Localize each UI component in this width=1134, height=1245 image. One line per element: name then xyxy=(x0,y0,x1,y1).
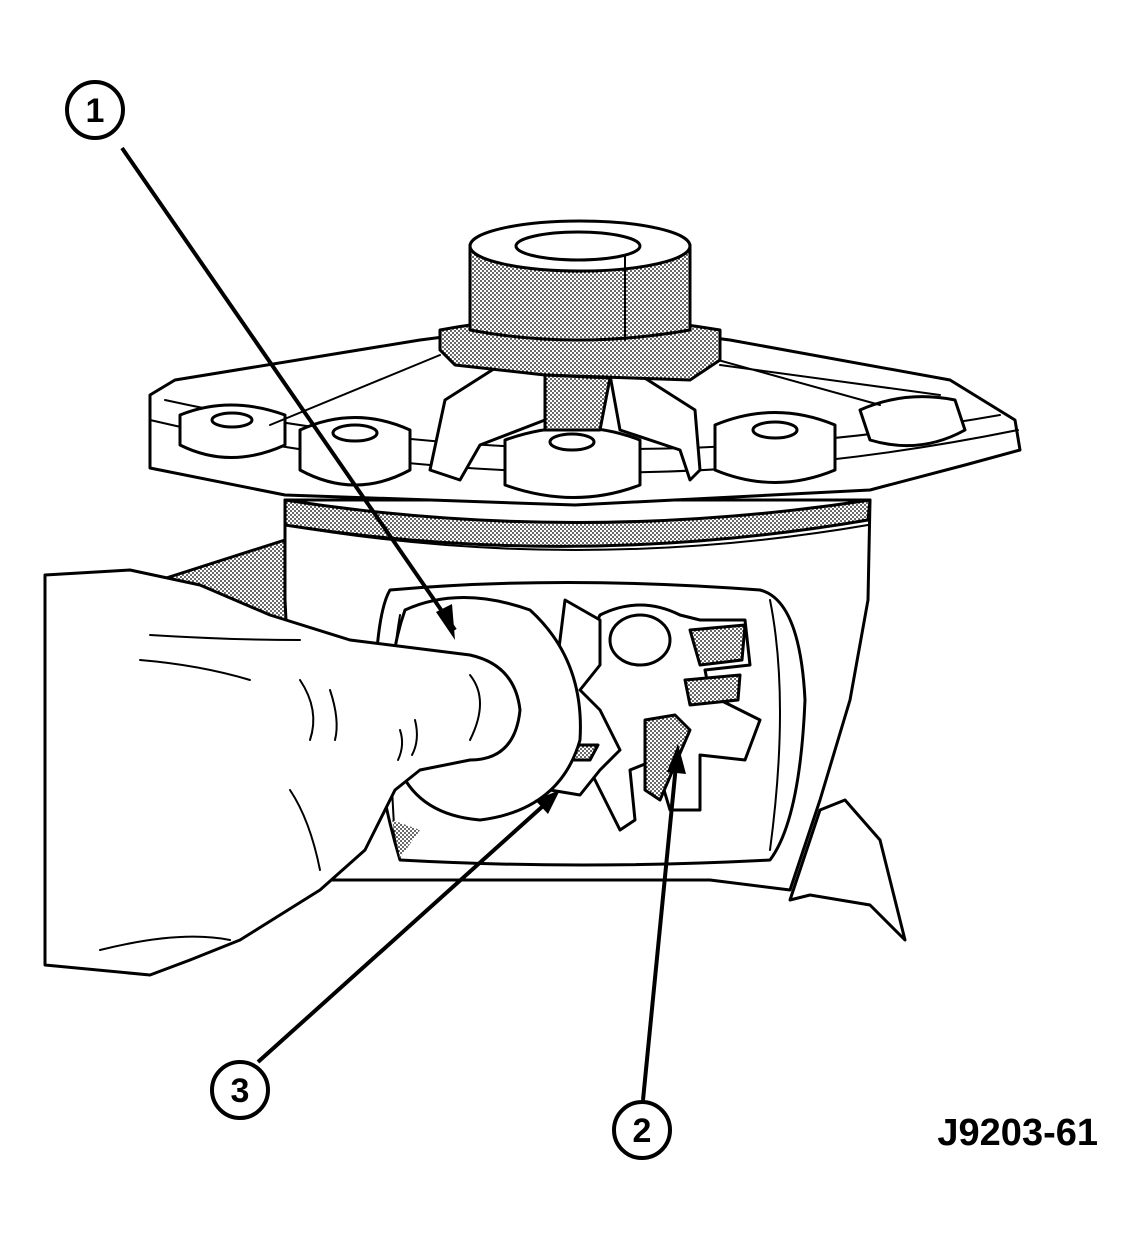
bolt-boss xyxy=(713,411,837,484)
callout-2-label: 2 xyxy=(633,1112,652,1150)
callout-1: 1 xyxy=(65,80,125,140)
arrowhead-1 xyxy=(436,604,455,640)
bolt-boss xyxy=(503,426,642,499)
bolt-boss xyxy=(178,403,287,459)
figure-code: J9203-61 xyxy=(937,1112,1098,1154)
leader-line-2 xyxy=(641,754,679,1101)
callout-2: 2 xyxy=(612,1100,672,1160)
callout-3: 3 xyxy=(210,1060,270,1120)
side-gear xyxy=(568,603,762,832)
bolt-boss xyxy=(858,395,967,448)
bolt-boss xyxy=(298,416,412,487)
case-ribs xyxy=(269,354,941,482)
leader-line-3 xyxy=(256,795,555,1064)
technician-hand xyxy=(43,568,522,977)
arrowhead-3 xyxy=(535,790,560,814)
leader-lines xyxy=(120,146,686,1101)
bolt-bosses xyxy=(178,395,967,499)
arrowhead-2 xyxy=(667,744,686,774)
leader-line-1 xyxy=(120,146,457,632)
bearing-hub xyxy=(438,219,722,432)
callout-3-label: 3 xyxy=(231,1072,250,1110)
callout-1-label: 1 xyxy=(86,92,105,130)
